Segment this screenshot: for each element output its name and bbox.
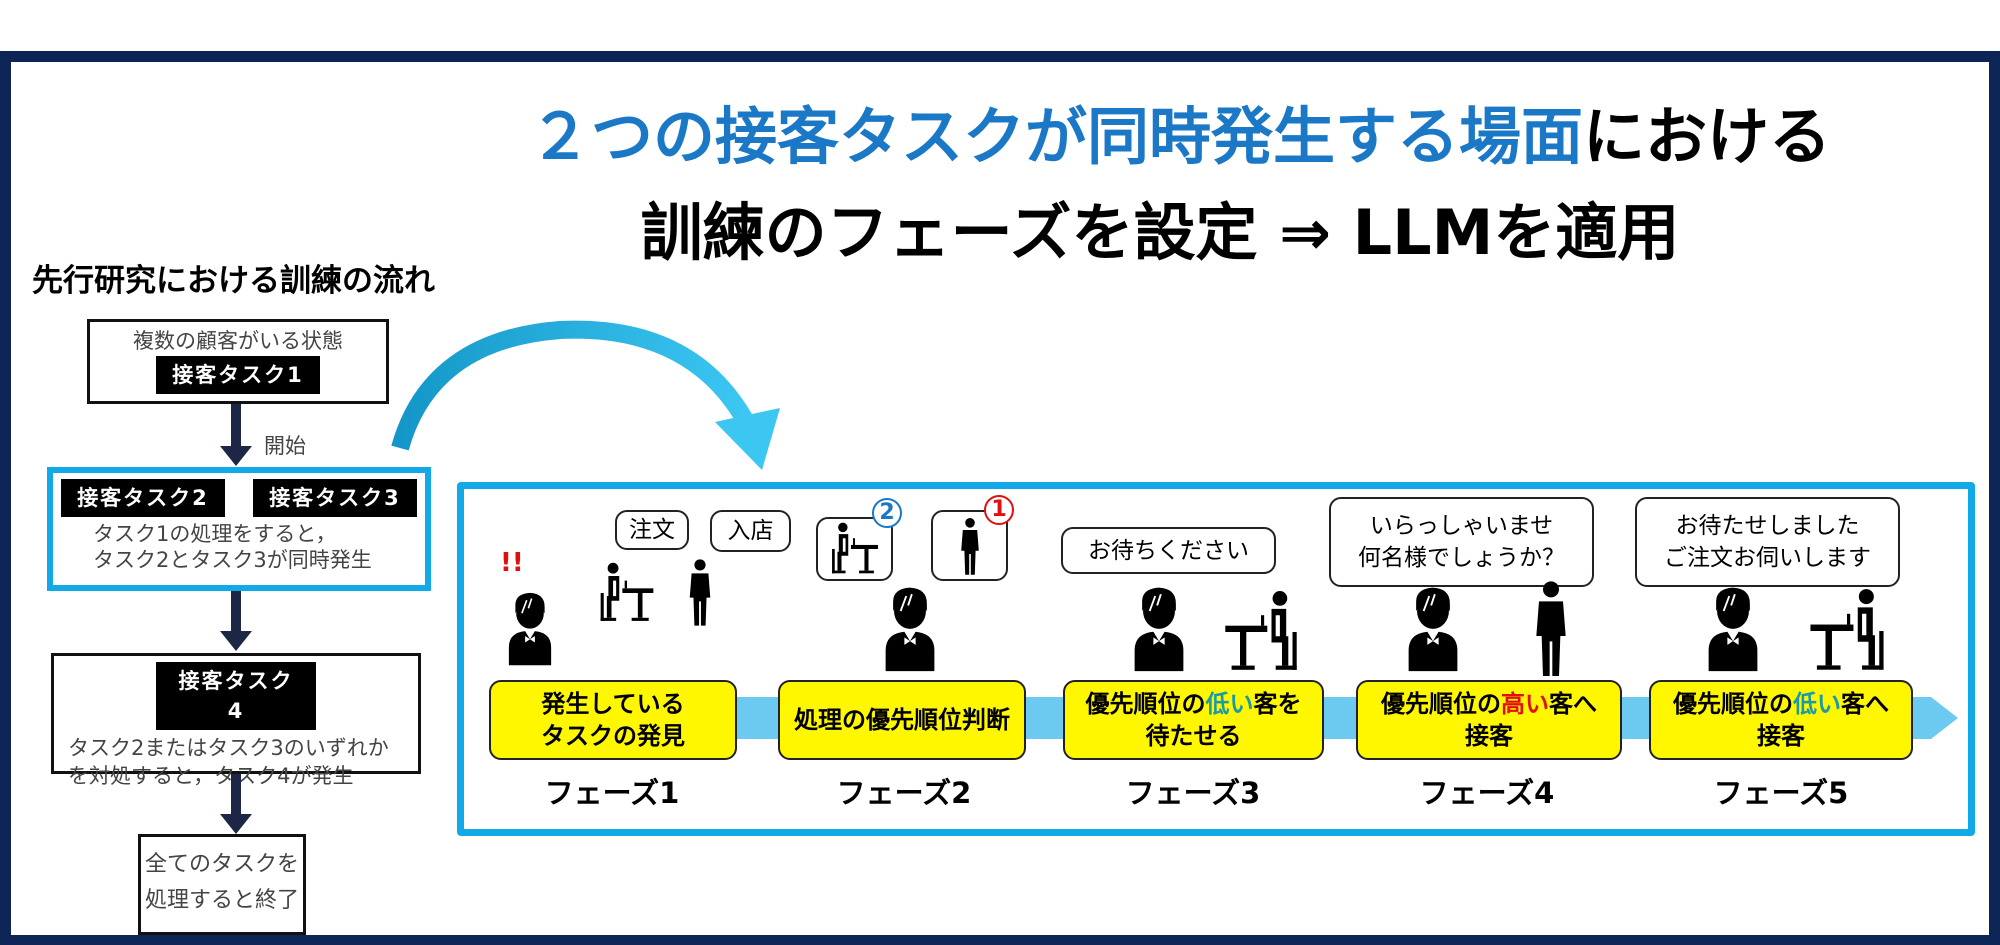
bubble-line: いらっしゃいませ [1369, 513, 1554, 539]
task-2-label: 接客タスク2 [61, 479, 225, 517]
prior-flow-heading: 先行研究における訓練の流れ [32, 263, 435, 299]
speech-bubble-welcome: いらっしゃいませ 何名様でしょうか？ [1329, 497, 1594, 587]
speech-bubble-please-wait: お待ちください [1061, 527, 1276, 574]
standing-customer-icon [686, 556, 714, 628]
flow-box-2-line2: タスク2とタスク3が同時発生 [93, 548, 372, 572]
phase-text: タスクの発見 [541, 722, 685, 750]
phase-text: 接客 [1757, 722, 1805, 750]
flow-box-2: 接客タスク2 接客タスク3 タスク1の処理をすると， タスク2とタスク3が同時発… [47, 467, 431, 591]
flow-box-4-line2: 処理すると終了 [144, 888, 299, 913]
bubble-line: ご注文お伺いします [1664, 545, 1871, 571]
flow-arrow-head [220, 446, 252, 466]
phase-5-label: フェーズ5 [1713, 776, 1849, 810]
waiter-icon [504, 580, 556, 674]
phase-text: 待たせる [1145, 722, 1242, 750]
bubble-line: 何名様でしょうか？ [1358, 545, 1565, 571]
speech-bubble-take-order: お待たせしました ご注文お伺いします [1635, 497, 1900, 587]
task-1-label: 接客タスク1 [156, 356, 320, 394]
title-highlight: ２つの接客タスクが同時発生する場面 [528, 100, 1583, 173]
standing-customer-icon [958, 516, 982, 576]
flow-box-3-line2: を対処すると，タスク4が発生 [68, 764, 354, 788]
phase-3-label: フェーズ3 [1125, 776, 1261, 810]
phase-4-box: 優先順位の高い客へ 接客 [1356, 680, 1622, 760]
phase-text: 優先順位の [1085, 690, 1206, 718]
title-line-2: 訓練のフェーズを設定 ⇒ LLMを適用 [640, 196, 1680, 269]
task-3-label: 接客タスク3 [253, 479, 417, 517]
start-label: 開始 [264, 434, 306, 458]
phase-1-label: フェーズ1 [544, 776, 680, 810]
flow-box-1-caption: 複数の顧客がいる状態 [133, 329, 343, 353]
flow-box-4-line1: 全てのタスクを [144, 852, 299, 877]
title-rest: における [1583, 100, 1832, 173]
phase-1-box: 発生している タスクの発見 [489, 680, 737, 760]
phase-text: 客へ [1841, 690, 1889, 718]
phase-3-box: 優先順位の低い客を 待たせる [1063, 680, 1324, 760]
task-4-label: 接客タスク4 [156, 662, 316, 730]
phases-panel [457, 482, 1975, 836]
phase-text: 発生している [541, 690, 685, 718]
phase-text: 客へ [1549, 690, 1597, 718]
priority-badge-1: 1 [984, 495, 1014, 525]
phase-2-label: フェーズ2 [836, 776, 972, 810]
flow-box-3-line1: タスク2またはタスク3のいずれか [68, 736, 389, 760]
alert-marks: !! [500, 548, 524, 578]
bubble-line: お待たせしました [1675, 513, 1860, 539]
phase-text: 接客 [1465, 722, 1513, 750]
speech-bubble-seated-customer [816, 517, 893, 581]
waiter-icon [1703, 580, 1763, 674]
phase-2-box: 処理の優先順位判断 [778, 680, 1026, 760]
phase-text: 優先順位の [1673, 690, 1793, 718]
phase-4-label: フェーズ4 [1419, 776, 1555, 810]
flow-arrow-head [220, 631, 252, 651]
phase-text: 優先順位の [1381, 690, 1501, 718]
flow-arrow [231, 591, 241, 633]
seated-customer-icon [600, 562, 654, 621]
flow-arrow-head [220, 814, 252, 834]
curved-arrow-icon [391, 320, 780, 470]
outer-frame [0, 51, 2000, 945]
flow-box-4: 全てのタスクを 処理すると終了 [138, 834, 306, 935]
title-line-1: ２つの接客タスクが同時発生する場面における [0, 86, 2000, 176]
speech-bubble-order: 注文 [615, 510, 689, 550]
phase-text: 処理の優先順位判断 [794, 706, 1010, 734]
flow-box-3: 接客タスク4 タスク2またはタスク3のいずれか を対処すると，タスク4が発生 [51, 653, 421, 788]
phase-5-box: 優先順位の低い客へ 接客 [1649, 680, 1913, 760]
waiter-icon [1129, 580, 1189, 674]
priority-high: 高い [1501, 690, 1549, 718]
flow-box-1: 複数の顧客がいる状態 接客タスク1 [87, 319, 389, 404]
priority-low: 低い [1205, 690, 1254, 718]
waiter-icon [880, 580, 940, 674]
standing-customer-icon [1536, 581, 1566, 676]
seated-customer-icon [831, 522, 878, 574]
seated-customer-icon [1810, 589, 1884, 670]
seated-customer-icon [1225, 591, 1297, 670]
priority-badge-2: 2 [872, 498, 902, 528]
phase-text: 客を [1253, 690, 1302, 718]
waiter-icon [1403, 580, 1463, 674]
flow-arrow [231, 774, 241, 816]
speech-bubble-enter: 入店 [710, 510, 791, 552]
flow-arrow [231, 404, 241, 448]
flow-box-2-line1: タスク1の処理をすると， [93, 522, 337, 546]
priority-low: 低い [1793, 690, 1841, 718]
